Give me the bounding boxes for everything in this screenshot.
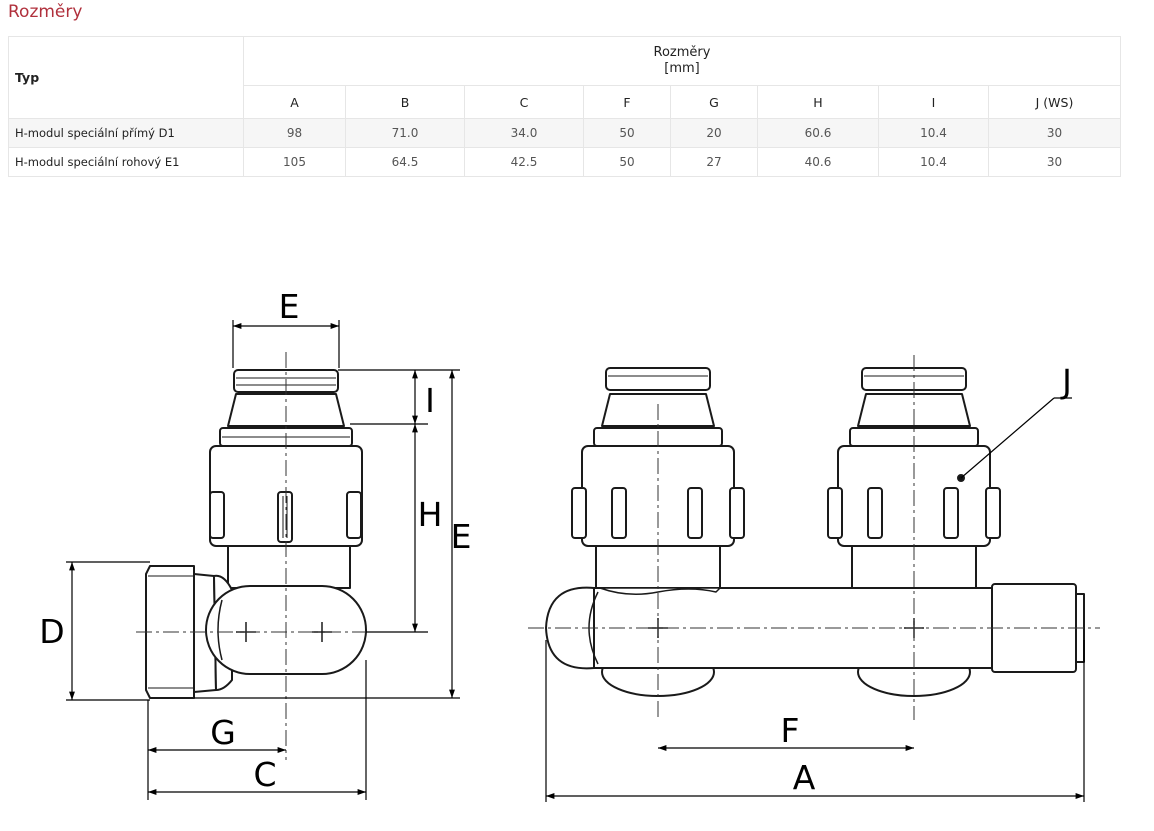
front-view-h-module	[545, 367, 1085, 697]
cell-h: 60.6	[757, 118, 879, 148]
label-c: C	[253, 755, 276, 794]
label-a: A	[793, 758, 816, 797]
cell-b: 64.5	[345, 147, 465, 177]
group-header: Rozměry [mm]	[243, 36, 1121, 86]
type-header: Typ	[8, 36, 244, 119]
table-row: H-modul speciální rohový E1 105 64.5 42.…	[8, 147, 1121, 177]
column-header-b: B	[345, 85, 465, 119]
group-header-title: Rozměry	[653, 45, 711, 60]
cell-h: 40.6	[757, 147, 879, 177]
label-i: I	[425, 381, 435, 420]
dimension-labels: E I H E D G C J F A	[39, 287, 1072, 797]
cell-i: 10.4	[878, 118, 989, 148]
row-name: H-modul speciální rohový E1	[8, 147, 244, 177]
cell-c: 34.0	[464, 118, 584, 148]
column-header-g: G	[670, 85, 758, 119]
label-h: H	[418, 495, 443, 534]
label-d: D	[39, 612, 64, 651]
dimension-lines	[66, 320, 1085, 802]
cell-c: 42.5	[464, 147, 584, 177]
label-f: F	[781, 711, 800, 750]
side-view-valve	[145, 369, 367, 699]
cell-j: 30	[988, 147, 1121, 177]
cell-a: 98	[243, 118, 346, 148]
label-e-side: E	[451, 517, 472, 556]
label-g: G	[210, 713, 236, 752]
dimensions-table: Typ Rozměry [mm] A B C F G H I J (WS) H-…	[8, 36, 1121, 177]
column-header-i: I	[878, 85, 989, 119]
column-header-j: J (WS)	[988, 85, 1121, 119]
column-header-c: C	[464, 85, 584, 119]
section-heading: Rozměry	[8, 2, 83, 22]
cell-f: 50	[583, 147, 671, 177]
label-e-top: E	[279, 287, 300, 326]
group-header-unit: [mm]	[664, 61, 700, 76]
cell-f: 50	[583, 118, 671, 148]
label-j: J	[1060, 362, 1072, 401]
cell-g: 27	[670, 147, 758, 177]
table-row: H-modul speciální přímý D1 98 71.0 34.0 …	[8, 118, 1121, 148]
cell-j: 30	[988, 118, 1121, 148]
cell-b: 71.0	[345, 118, 465, 148]
row-name: H-modul speciální přímý D1	[8, 118, 244, 148]
cell-a: 105	[243, 147, 346, 177]
